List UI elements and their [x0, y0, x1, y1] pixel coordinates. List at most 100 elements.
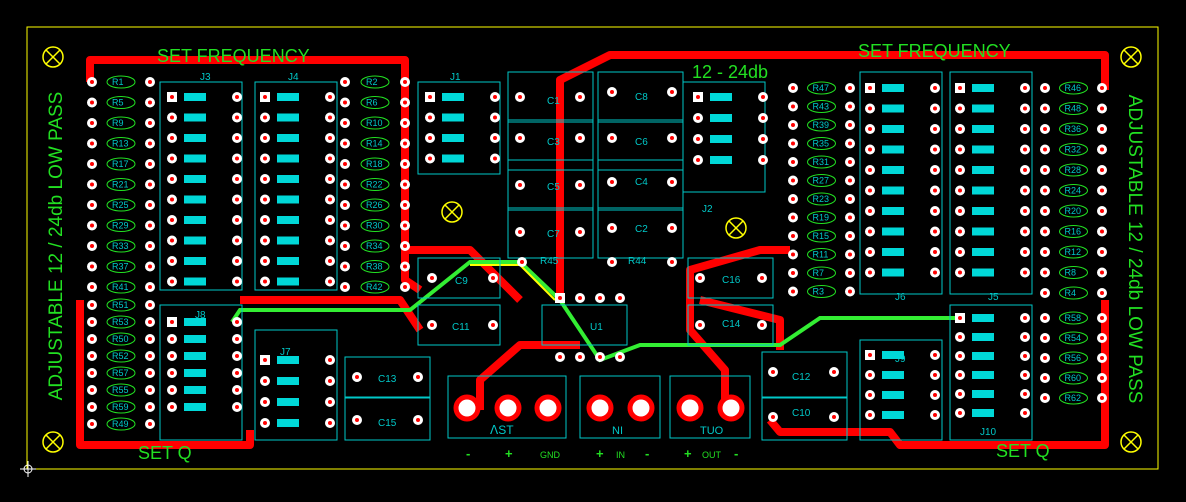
resistor-label: R52 [112, 351, 129, 361]
svg-text:C7: C7 [547, 229, 560, 240]
dip-switch-slider [882, 268, 904, 277]
pad [607, 177, 617, 187]
pad [845, 157, 855, 167]
resistor-body [360, 157, 390, 171]
pad [955, 247, 965, 257]
pad [930, 165, 940, 175]
resistor-label: R32 [1065, 145, 1082, 155]
svg-text:C15: C15 [378, 418, 397, 429]
pad [232, 368, 242, 378]
dip-switch-slider [277, 419, 299, 427]
slope-label: 12 - 24db [692, 62, 769, 82]
pad [325, 215, 335, 225]
pad [400, 159, 410, 169]
pad [667, 223, 677, 233]
dip-switch-slider [710, 93, 732, 101]
resistor-body [106, 349, 136, 363]
pad [325, 153, 335, 164]
resistor-body [807, 248, 836, 261]
dip-switch-slider [184, 352, 206, 360]
resistor-label: R23 [813, 194, 830, 204]
resistor-body [1059, 81, 1088, 95]
dip-switch-slider [882, 371, 904, 379]
dip-switch-slider [442, 113, 464, 122]
input-label: IN [616, 450, 625, 460]
pad [232, 133, 242, 143]
dip-switch-slider [184, 335, 206, 343]
resistor-body [807, 174, 836, 187]
pad [955, 313, 965, 323]
svg-text:C5: C5 [547, 182, 560, 193]
pad [788, 175, 798, 186]
resistor-body [106, 239, 136, 253]
pad [325, 133, 335, 143]
resistor-body [1059, 245, 1088, 259]
dip-switch-slider [882, 391, 904, 399]
pad [1040, 333, 1050, 343]
dip-switch-slider [972, 84, 994, 92]
pad [607, 133, 617, 143]
input-connector: NI [586, 394, 655, 437]
resistor-body [807, 192, 836, 206]
svg-text:U1: U1 [590, 322, 603, 333]
pad [667, 177, 677, 187]
pad [400, 138, 410, 149]
dip-switch-slider [882, 145, 904, 154]
pad [865, 206, 875, 216]
pad [595, 352, 605, 362]
pad [232, 215, 242, 225]
svg-text:J4: J4 [288, 72, 299, 83]
dip-switch-slider [882, 125, 904, 133]
pad [1020, 408, 1030, 418]
pad [845, 138, 855, 149]
resistor-body [106, 198, 136, 212]
pad [607, 223, 617, 233]
resistor-body [1059, 143, 1088, 156]
pad [575, 92, 585, 102]
pad [1097, 165, 1107, 175]
dip-switch-slider [184, 277, 206, 286]
svg-text:J7: J7 [280, 347, 291, 358]
dip-switch-slider [972, 125, 994, 133]
pad [87, 419, 97, 429]
svg-text:C8: C8 [635, 92, 648, 103]
resistor-label: R7 [813, 268, 825, 278]
pad [845, 212, 855, 223]
dip-switch-slider [277, 93, 299, 101]
pad [1020, 313, 1030, 323]
resistor-label: R53 [112, 317, 129, 327]
resistor-body [1059, 102, 1088, 115]
pad [1020, 206, 1030, 216]
pad [167, 276, 177, 287]
svg-text:C6: C6 [635, 137, 648, 148]
pad [865, 267, 875, 278]
pad [1040, 226, 1050, 237]
svg-text:C13: C13 [378, 374, 397, 385]
pad [788, 83, 798, 93]
pad [1097, 103, 1107, 114]
pad [340, 97, 350, 108]
resistor-label: R2 [366, 77, 378, 87]
power-connector: ᐱST [453, 394, 562, 437]
pad [955, 206, 965, 216]
dip-switch-slider [972, 104, 994, 113]
resistor-label: R59 [112, 402, 129, 412]
dip-switch-slider [972, 352, 994, 360]
pad [575, 227, 585, 237]
pad [865, 247, 875, 257]
pad [325, 235, 335, 246]
resistor-body [1059, 331, 1088, 345]
pad [87, 261, 97, 272]
dip-switch-slider [277, 216, 299, 224]
resistor-body [1059, 311, 1088, 325]
pad [145, 200, 155, 210]
pad [340, 118, 350, 128]
resistor-body [1059, 122, 1088, 136]
pad [667, 87, 677, 97]
pad [340, 220, 350, 231]
dip-switch-slider [972, 227, 994, 236]
pad [400, 220, 410, 231]
resistor-label: R55 [112, 385, 129, 395]
pad [865, 390, 875, 400]
pad [955, 185, 965, 196]
